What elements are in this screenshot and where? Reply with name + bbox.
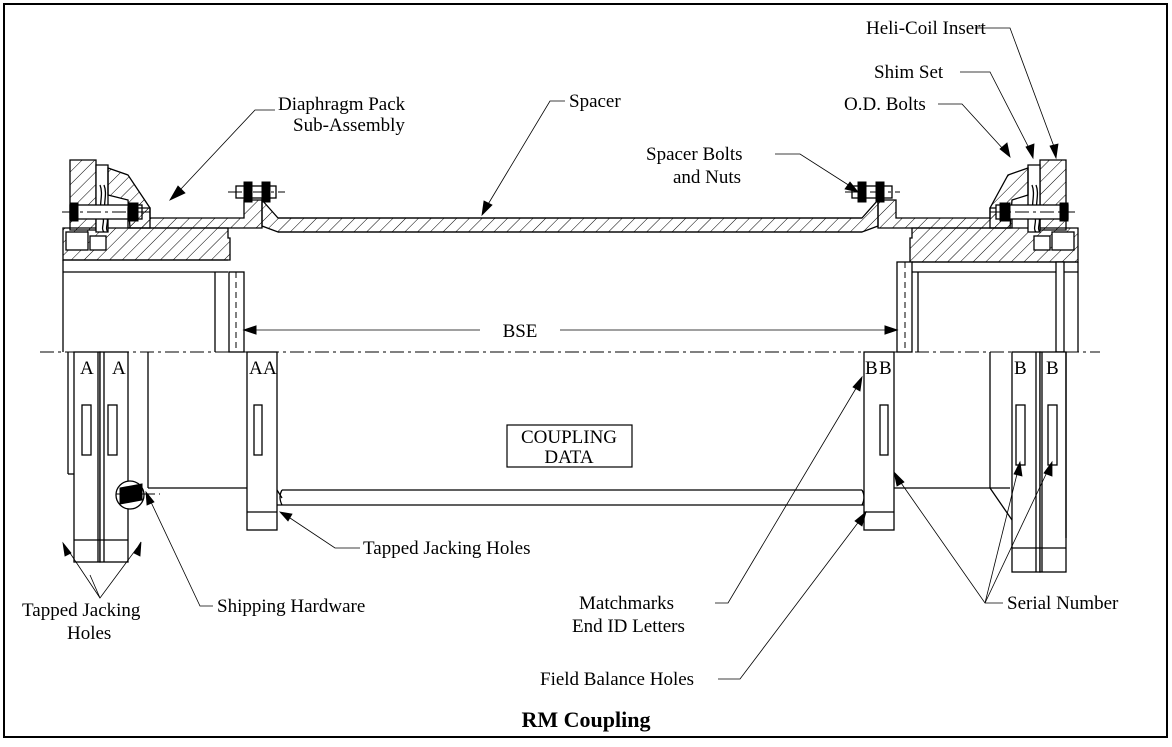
label-spacer-bolts-1: Spacer Bolts — [646, 144, 743, 165]
spacer-tube-section — [261, 198, 879, 233]
letter-b-3: B — [1014, 358, 1027, 379]
coupling-data-line-2: DATA — [544, 447, 593, 468]
label-diaphragm-pack-1: Diaphragm Pack — [278, 94, 406, 115]
bse-label: BSE — [503, 321, 538, 342]
letter-a-4: A — [263, 358, 277, 379]
label-od-bolts: O.D. Bolts — [844, 94, 926, 115]
label-matchmarks-1: Matchmarks — [579, 593, 674, 614]
label-tapped-jacking-holes: Tapped Jacking Holes — [363, 538, 531, 559]
label-shim-set: Shim Set — [874, 62, 944, 83]
label-tapped-jacking-holes-left-1: Tapped Jacking — [22, 600, 141, 621]
bse-dimension: BSE — [242, 321, 899, 342]
coupling-data-box: COUPLING DATA — [506, 424, 633, 468]
label-spacer-bolts-2: and Nuts — [673, 167, 741, 188]
letter-a-2: A — [112, 358, 126, 379]
letter-b-4: B — [1046, 358, 1059, 379]
coupling-data-line-1: COUPLING — [521, 427, 617, 448]
label-field-balance-holes: Field Balance Holes — [540, 669, 694, 690]
end-id-letters: A A A A B B B B — [80, 358, 1059, 379]
drawing-border — [3, 3, 1168, 738]
letter-b-1: B — [865, 358, 878, 379]
label-spacer: Spacer — [569, 91, 621, 112]
letter-b-2: B — [879, 358, 892, 379]
section-view — [62, 159, 1079, 353]
drawing-title: RM Coupling — [522, 707, 651, 732]
letter-a-1: A — [80, 358, 94, 379]
letter-a-3: A — [249, 358, 263, 379]
label-serial-number: Serial Number — [1007, 593, 1119, 614]
label-tapped-jacking-holes-left-2: Holes — [67, 623, 111, 644]
callout-labels: Heli-Coil Insert Shim Set O.D. Bolts Dia… — [22, 18, 1119, 690]
leader-lines — [62, 27, 1059, 680]
label-shipping-hardware: Shipping Hardware — [217, 596, 365, 617]
label-matchmarks-2: End ID Letters — [572, 616, 685, 637]
label-diaphragm-pack-2: Sub-Assembly — [293, 115, 405, 136]
label-heli-coil-insert: Heli-Coil Insert — [866, 18, 987, 39]
